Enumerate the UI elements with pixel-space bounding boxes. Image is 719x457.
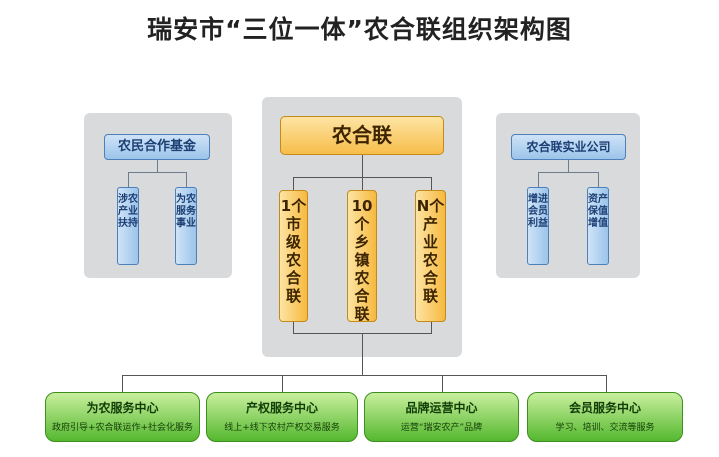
center-desc: 学习、培训、交流等服务 <box>555 423 655 433</box>
nonghelian-label: 农合联 <box>332 123 392 147</box>
center-box-farm: 为农服务中心 政府引导+农合联运作+社会化服务 <box>45 392 200 442</box>
connector <box>128 172 129 188</box>
center-box-brand: 品牌运营中心 运营“瑞安农产”品牌 <box>364 392 519 442</box>
fund-label: 农民合作基金 <box>117 139 196 154</box>
page-title: 瑞安市“三位一体”农合联组织架构图 <box>147 15 572 44</box>
connector <box>442 375 443 393</box>
connector <box>293 322 294 333</box>
connector <box>157 160 158 172</box>
member-city: 1个市级农合联 <box>279 190 308 322</box>
member-industry: N个产业农合联 <box>415 190 446 322</box>
connector <box>538 172 539 188</box>
nonghelian-box: 农合联 <box>280 116 444 155</box>
fund-child-label: 涉农产业扶持 <box>118 194 138 229</box>
company-child-1: 增进会员利益 <box>527 187 549 265</box>
connector <box>122 375 123 393</box>
center-title: 品牌运营中心 <box>405 401 478 415</box>
connector <box>293 177 294 191</box>
company-child-label: 资产保值增值 <box>588 194 608 229</box>
center-title: 为农服务中心 <box>86 401 159 415</box>
connector <box>362 333 363 375</box>
connector <box>538 172 599 173</box>
member-label: N个产业农合联 <box>416 197 445 305</box>
center-title: 产权服务中心 <box>245 401 318 415</box>
center-desc: 政府引导+农合联运作+社会化服务 <box>51 423 194 433</box>
center-desc: 运营“瑞安农产”品牌 <box>400 423 483 433</box>
fund-child-1: 涉农产业扶持 <box>117 187 139 265</box>
fund-child-2: 为农服务事业 <box>175 187 197 265</box>
fund-box: 农民合作基金 <box>104 134 210 160</box>
center-title: 会员服务中心 <box>568 401 641 415</box>
center-box-property: 产权服务中心 线上+线下农村产权交易服务 <box>206 392 358 442</box>
connector <box>128 172 187 173</box>
connector <box>122 375 607 376</box>
center-desc: 线上+线下农村产权交易服务 <box>224 423 340 433</box>
center-box-member: 会员服务中心 学习、培训、交流等服务 <box>527 392 683 442</box>
connector <box>598 172 599 188</box>
connector <box>362 155 363 177</box>
connector <box>606 375 607 393</box>
connector <box>568 160 569 172</box>
connector <box>362 177 363 191</box>
member-label: 10个乡镇农合联 <box>351 197 373 323</box>
connector <box>431 177 432 191</box>
company-child-2: 资产保值增值 <box>587 187 609 265</box>
member-township: 10个乡镇农合联 <box>347 190 377 323</box>
connector <box>186 172 187 188</box>
connector <box>282 375 283 393</box>
company-box: 农合联实业公司 <box>511 134 626 160</box>
member-label: 1个市级农合联 <box>280 197 307 305</box>
company-child-label: 增进会员利益 <box>528 194 548 229</box>
company-label: 农合联实业公司 <box>526 140 611 154</box>
connector <box>431 322 432 333</box>
fund-child-label: 为农服务事业 <box>176 194 196 229</box>
